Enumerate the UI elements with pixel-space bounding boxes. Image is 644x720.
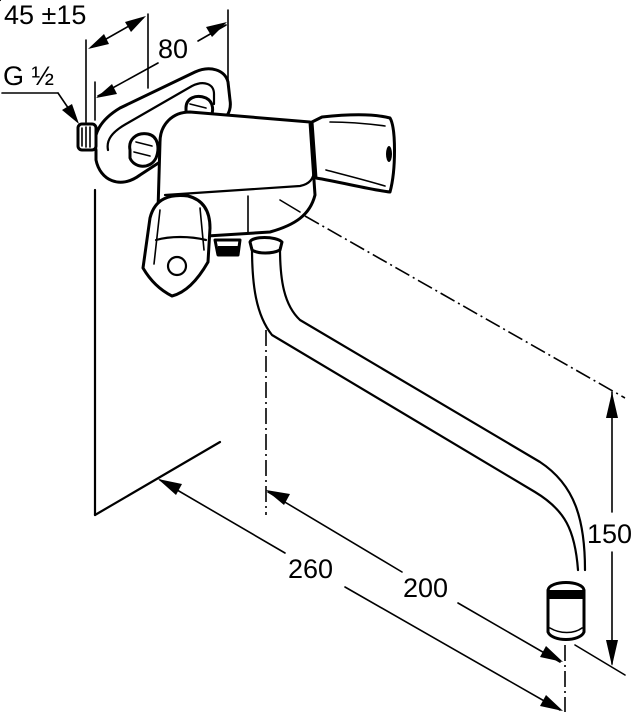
- handle-cold: [141, 194, 212, 298]
- spout: [248, 236, 587, 641]
- hex-nut-left: [128, 132, 160, 168]
- wall-outline: [93, 188, 222, 517]
- threaded-inlet: [76, 122, 98, 152]
- dimension-label-80: 80: [158, 34, 188, 64]
- dimension-connection-spacing: 80: [96, 22, 227, 98]
- dimension-label-200: 200: [403, 573, 448, 603]
- arrow-head-icon: [206, 22, 227, 37]
- arrow-head-icon: [540, 646, 563, 662]
- handle-cap-icon: [166, 255, 188, 277]
- thread-callout: G ½: [1, 61, 79, 124]
- dimension-label-150: 150: [587, 519, 632, 549]
- dimension-label-45: 45 ±15: [4, 0, 86, 30]
- dimension-spout-reach-center: 200: [266, 490, 563, 663]
- arrow-head-icon: [125, 16, 146, 32]
- dimension-adjust-range: 45 ±15: [4, 0, 146, 49]
- arrow-head-icon: [540, 695, 563, 711]
- arrow-head-icon: [158, 479, 182, 495]
- arrow-head-icon: [266, 490, 290, 505]
- dimension-spout-reach-total: 260: [158, 479, 563, 711]
- handle-indicator-icon: [386, 146, 392, 162]
- handle-hot: [0, 0, 396, 194]
- thread-label: G ½: [3, 61, 54, 91]
- arrow-head-icon: [62, 104, 79, 124]
- dimension-spout-height: 150: [574, 391, 632, 676]
- arrow-head-icon: [606, 392, 618, 418]
- dimension-label-260: 260: [288, 554, 333, 584]
- arrow-head-icon: [606, 640, 618, 666]
- arrow-head-icon: [88, 34, 109, 49]
- center-lines: [265, 215, 626, 712]
- arrow-head-icon: [96, 84, 117, 98]
